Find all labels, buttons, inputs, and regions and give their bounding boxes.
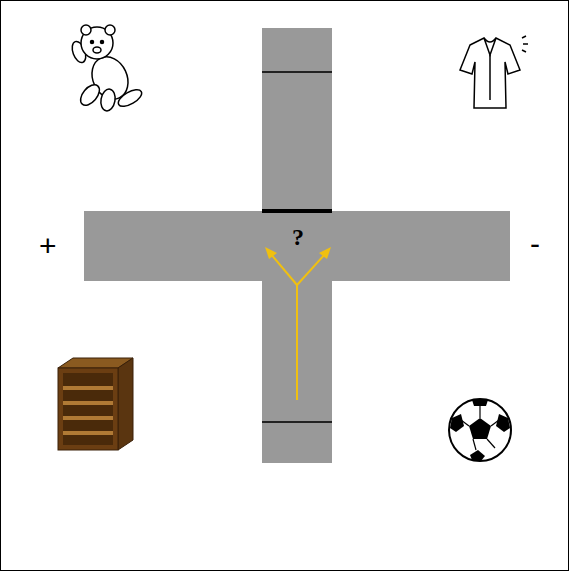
shirt-icon bbox=[460, 36, 528, 108]
bookshelf-icon bbox=[58, 358, 133, 450]
teddy-bear-icon bbox=[70, 25, 145, 112]
choice-arrow bbox=[270, 253, 326, 400]
arrow-head bbox=[265, 247, 277, 259]
horizontal-road bbox=[84, 211, 510, 281]
soccer-ball-icon bbox=[449, 399, 511, 461]
barrier-line bbox=[262, 209, 332, 213]
plus-sign: + bbox=[39, 231, 57, 261]
minus-sign: - bbox=[530, 229, 540, 259]
question-mark: ? bbox=[292, 225, 304, 249]
arrow-head bbox=[319, 247, 331, 259]
stop-line bbox=[262, 71, 332, 73]
start-line bbox=[262, 421, 332, 423]
